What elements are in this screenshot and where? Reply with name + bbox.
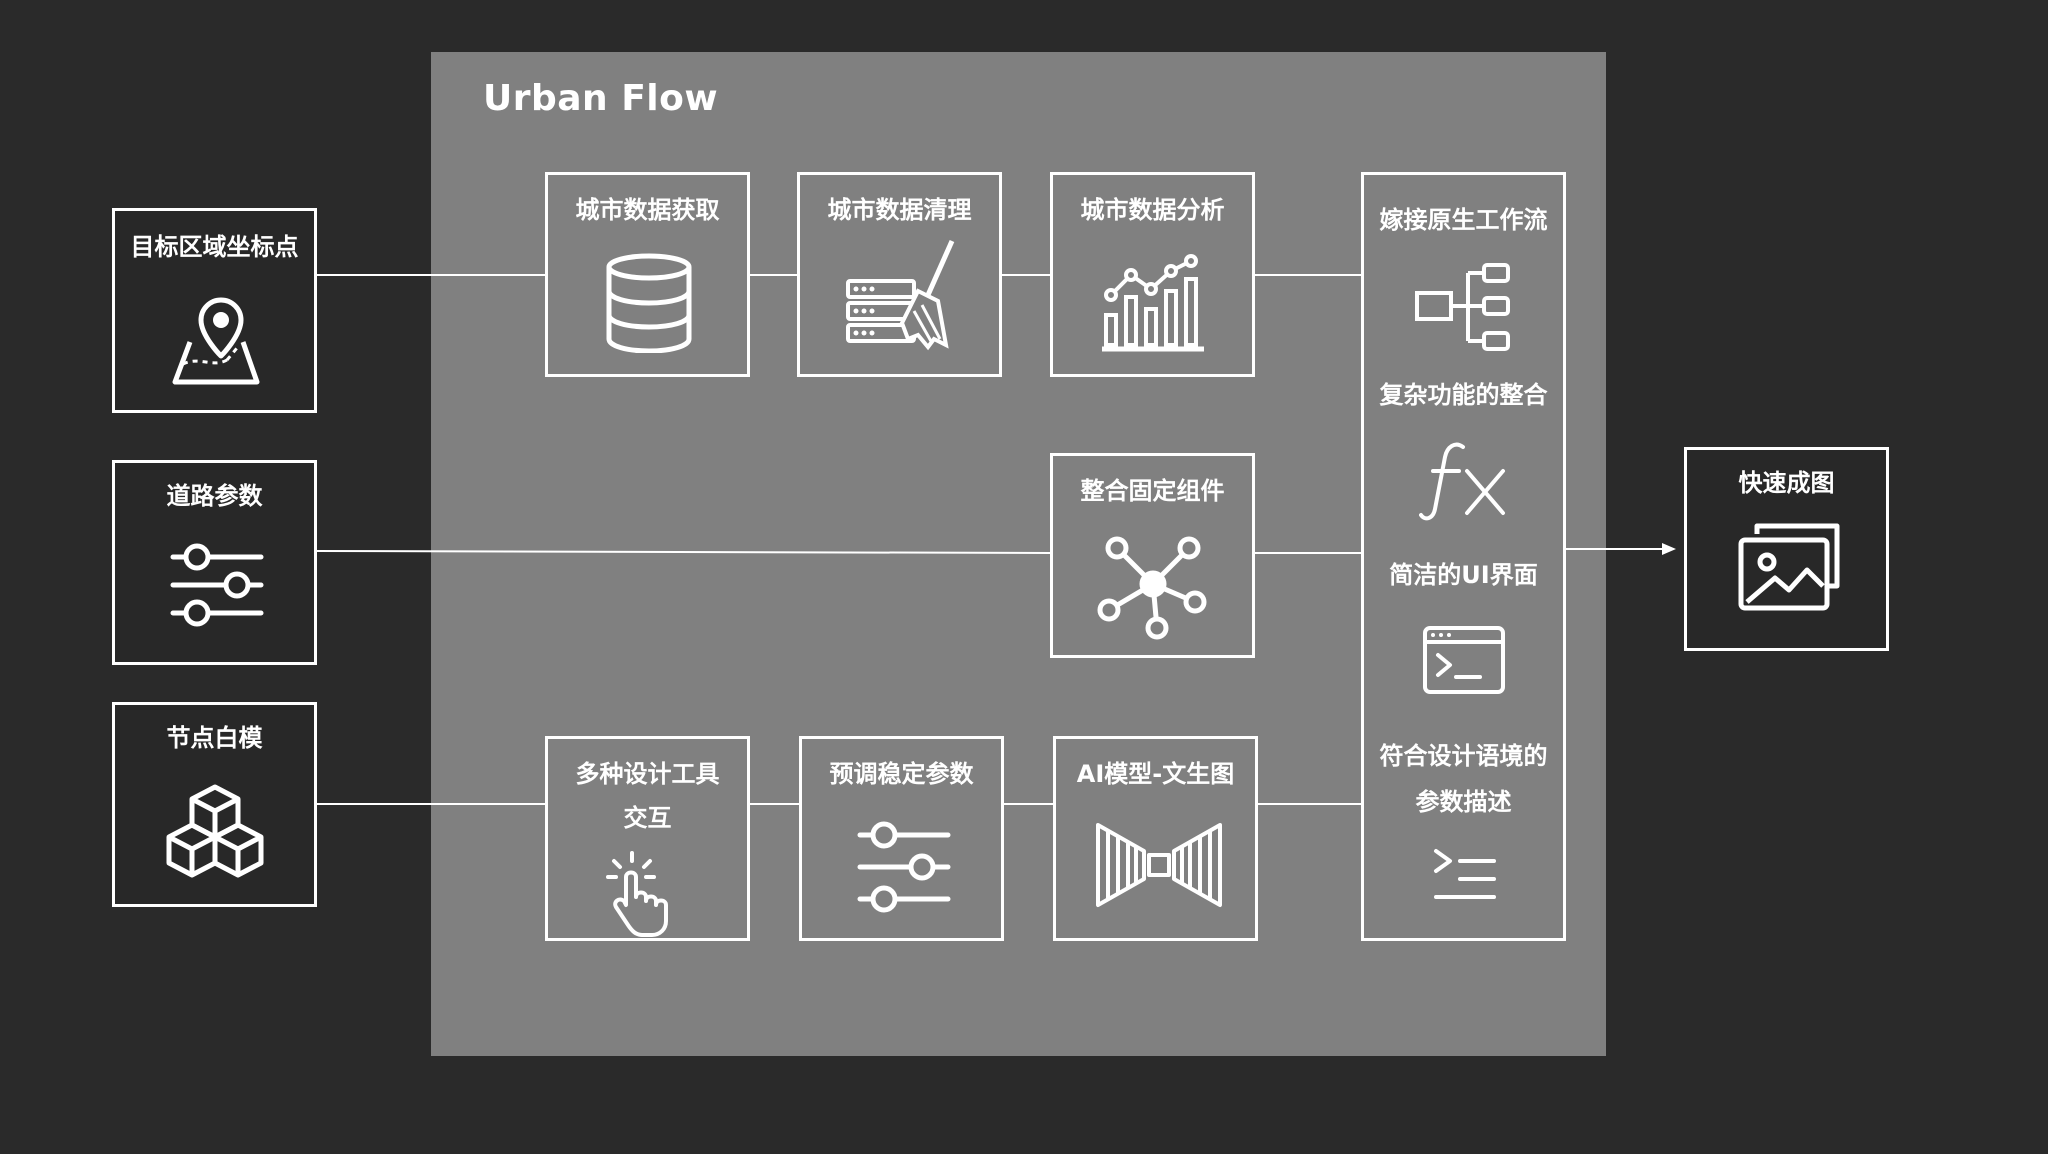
input-road-parameters: 道路参数 xyxy=(112,460,317,665)
feature-label-line2: 参数描述 xyxy=(1415,788,1512,816)
images-icon xyxy=(1737,522,1841,612)
link-road-to-integrate xyxy=(316,550,1051,554)
bar-chart-icon xyxy=(1098,253,1208,353)
step-label: 整合固定组件 xyxy=(1080,477,1225,505)
step-preset-parameters: 预调稳定参数 xyxy=(799,736,1004,941)
terminal-window-icon xyxy=(1422,625,1506,697)
step-integrate-components: 整合固定组件 xyxy=(1050,453,1255,658)
step-data-cleaning: 城市数据清理 xyxy=(797,172,1002,377)
feature-label: 复杂功能的整合 xyxy=(1379,381,1548,409)
features-column: 嫁接原生工作流 复杂功能的整合 简洁的UI界面 xyxy=(1361,172,1566,941)
step-label: 城市数据清理 xyxy=(827,196,972,224)
function-fx-icon xyxy=(1419,439,1509,523)
panel-title: Urban Flow xyxy=(483,78,719,119)
step-label: 城市数据获取 xyxy=(575,196,720,224)
flow-tree-icon xyxy=(1414,261,1514,353)
step-design-tool-interaction: 多种设计工具 交互 xyxy=(545,736,750,941)
network-hub-icon xyxy=(1097,528,1209,640)
encoder-decoder-icon xyxy=(1094,815,1224,915)
step-label: 预调稳定参数 xyxy=(829,760,974,788)
output-quick-render: 快速成图 xyxy=(1684,447,1889,651)
step-data-analysis: 城市数据分析 xyxy=(1050,172,1255,377)
tap-hand-icon xyxy=(602,847,692,937)
feature-label: 嫁接原生工作流 xyxy=(1379,206,1548,234)
database-icon xyxy=(603,253,695,353)
server-broom-icon xyxy=(842,235,962,355)
step-label: AI模型-文生图 xyxy=(1076,760,1235,788)
sliders-icon xyxy=(167,533,267,633)
prompt-list-icon xyxy=(1432,845,1498,903)
sliders-icon xyxy=(854,817,954,917)
feature-label-line1: 符合设计语境的 xyxy=(1379,742,1548,770)
input-node-whitebox: 节点白模 xyxy=(112,702,317,907)
input-label: 目标区域坐标点 xyxy=(130,233,299,261)
step-label: 城市数据分析 xyxy=(1080,196,1225,224)
step-label-line1: 多种设计工具 xyxy=(575,760,720,788)
output-label: 快速成图 xyxy=(1738,469,1835,497)
step-ai-text-to-image: AI模型-文生图 xyxy=(1053,736,1258,941)
input-label: 节点白模 xyxy=(166,724,263,752)
cubes-icon xyxy=(160,783,270,887)
arrowhead xyxy=(1662,543,1676,555)
map-pin-icon xyxy=(165,286,265,386)
feature-label: 简洁的UI界面 xyxy=(1389,561,1538,589)
step-data-acquisition: 城市数据获取 xyxy=(545,172,750,377)
input-target-coordinates: 目标区域坐标点 xyxy=(112,208,317,413)
input-label: 道路参数 xyxy=(166,482,263,510)
step-label-line2: 交互 xyxy=(623,804,672,832)
